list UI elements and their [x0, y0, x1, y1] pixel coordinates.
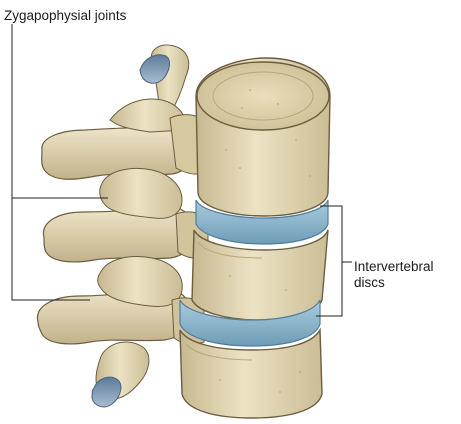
intervertebral-discs-label-line1: Intervertebral — [354, 259, 434, 275]
intervertebral-discs-label: Intervertebral discs — [354, 259, 434, 291]
intervertebral-discs-label-line2: discs — [354, 275, 434, 291]
vertebral-bodies — [180, 58, 330, 418]
zygapophysial-joints-label: Zygapophysial joints — [4, 8, 126, 24]
